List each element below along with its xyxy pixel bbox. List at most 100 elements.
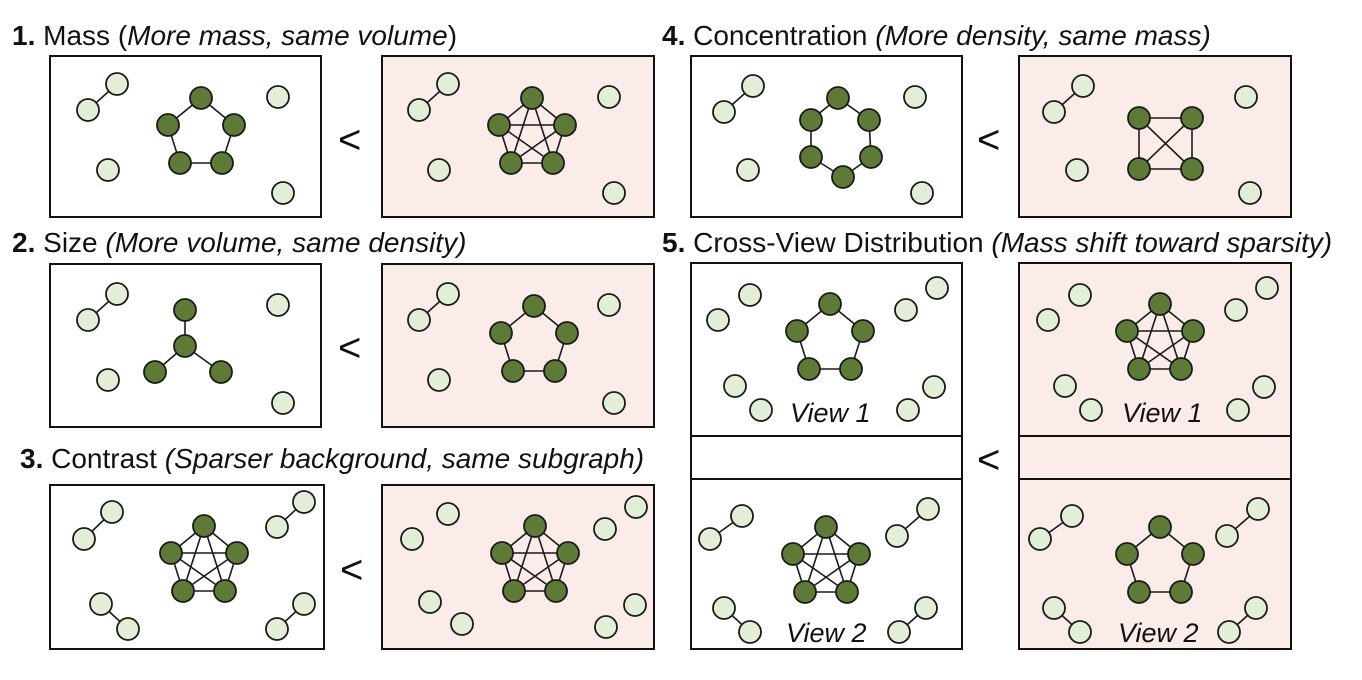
subgraph-node [487, 113, 511, 137]
background-node [436, 502, 460, 526]
background-node [749, 398, 773, 422]
subgraph-node [1180, 157, 1204, 181]
background-node [1042, 100, 1066, 124]
subgraph-node [1148, 515, 1172, 539]
subgraph-node [1127, 106, 1151, 130]
background-node [914, 596, 938, 620]
background-node [96, 368, 120, 392]
background-node [1065, 158, 1089, 182]
section-3-subtitle: (Sparser background, same subgraph) [164, 443, 645, 474]
subgraph-node [857, 108, 881, 132]
background-node [266, 85, 290, 109]
background-node [623, 593, 647, 617]
subgraph-node [156, 113, 180, 137]
subgraph-node [859, 145, 883, 169]
concentration-left-graph [712, 74, 934, 205]
contrast-right-panel [381, 484, 655, 650]
subgraph-node [556, 541, 580, 565]
subgraph-node [189, 86, 213, 110]
subgraph-node [225, 541, 249, 565]
subgraph-node [1181, 319, 1205, 343]
subgraph-node [522, 294, 546, 318]
background-node [265, 515, 289, 539]
subgraph-node [839, 357, 863, 381]
background-node [427, 368, 451, 392]
concentration-right-graph [1042, 74, 1262, 205]
background-node [1252, 375, 1276, 399]
section-1-subtitle-open: ( [117, 20, 128, 51]
background-node [96, 158, 120, 182]
section-5-number: 5. [662, 227, 686, 258]
subgraph-node [555, 321, 579, 345]
background-node [736, 158, 760, 182]
background-node [597, 293, 621, 317]
subgraph-node [173, 298, 197, 322]
edge [1138, 117, 1193, 170]
background-node [1028, 527, 1052, 551]
crossview-left-view-1-graph [706, 276, 949, 422]
mass-right-graph [407, 72, 626, 205]
subgraph-node [1169, 357, 1193, 381]
subgraph-node [192, 514, 216, 538]
background-node [885, 524, 909, 548]
subgraph-node [523, 514, 547, 538]
subgraph-node [1169, 580, 1193, 604]
background-node [1068, 620, 1092, 644]
background-node [896, 398, 920, 422]
subgraph-node [501, 359, 525, 383]
section-3-number: 3. [20, 443, 44, 474]
background-node [89, 592, 113, 616]
subgraph-node [489, 321, 513, 345]
section-4-subtitle: (More density, same mass) [875, 20, 1211, 51]
background-node [712, 100, 736, 124]
subgraph-node [171, 579, 195, 603]
background-node [76, 98, 100, 122]
background-node [738, 283, 762, 307]
subgraph-node [143, 360, 167, 384]
background-node [602, 181, 626, 205]
background-node [1071, 74, 1095, 98]
background-node [706, 308, 730, 332]
background-node [730, 504, 754, 528]
section-5-subtitle: (Mass shift toward sparsity) [991, 227, 1333, 258]
background-node [418, 590, 442, 614]
size-right-graph [407, 282, 626, 415]
subgraph-node [785, 319, 809, 343]
crossview-less-than: < [977, 438, 1001, 482]
background-node [593, 517, 617, 541]
background-node [624, 495, 648, 519]
background-node [1036, 308, 1060, 332]
subgraph-node [1180, 106, 1204, 130]
background-node [910, 181, 934, 205]
background-node [292, 592, 316, 616]
background-node [894, 298, 918, 322]
section-4-number: 4. [662, 20, 686, 51]
background-node [271, 391, 295, 415]
background-node [741, 74, 765, 98]
section-1-subtitle-close: ) [447, 20, 458, 51]
section-4-heading: 4. Concentration (More density, same mas… [662, 22, 1211, 50]
background-node [1226, 398, 1250, 422]
subgraph-node [1127, 580, 1151, 604]
background-node [723, 374, 747, 398]
background-node [72, 527, 96, 551]
section-5-title: Cross-View Distribution [693, 227, 984, 258]
view-1-label: View 1 [790, 398, 871, 428]
subgraph-node [213, 579, 237, 603]
background-node [597, 85, 621, 109]
background-node [1224, 298, 1248, 322]
crossview-right-view-1-graph [1036, 276, 1279, 422]
view-2-label: View 2 [786, 618, 867, 648]
background-node [1042, 596, 1066, 620]
background-node [1255, 276, 1279, 300]
subgraph-node [1127, 157, 1151, 181]
size-left-panel [49, 263, 322, 428]
mass-left-graph [76, 72, 295, 205]
subgraph-node [553, 113, 577, 137]
background-node [698, 527, 722, 551]
background-node [427, 158, 451, 182]
subgraph-node [502, 579, 526, 603]
subgraph-node [797, 357, 821, 381]
subgraph-node [835, 580, 859, 604]
background-node [602, 391, 626, 415]
